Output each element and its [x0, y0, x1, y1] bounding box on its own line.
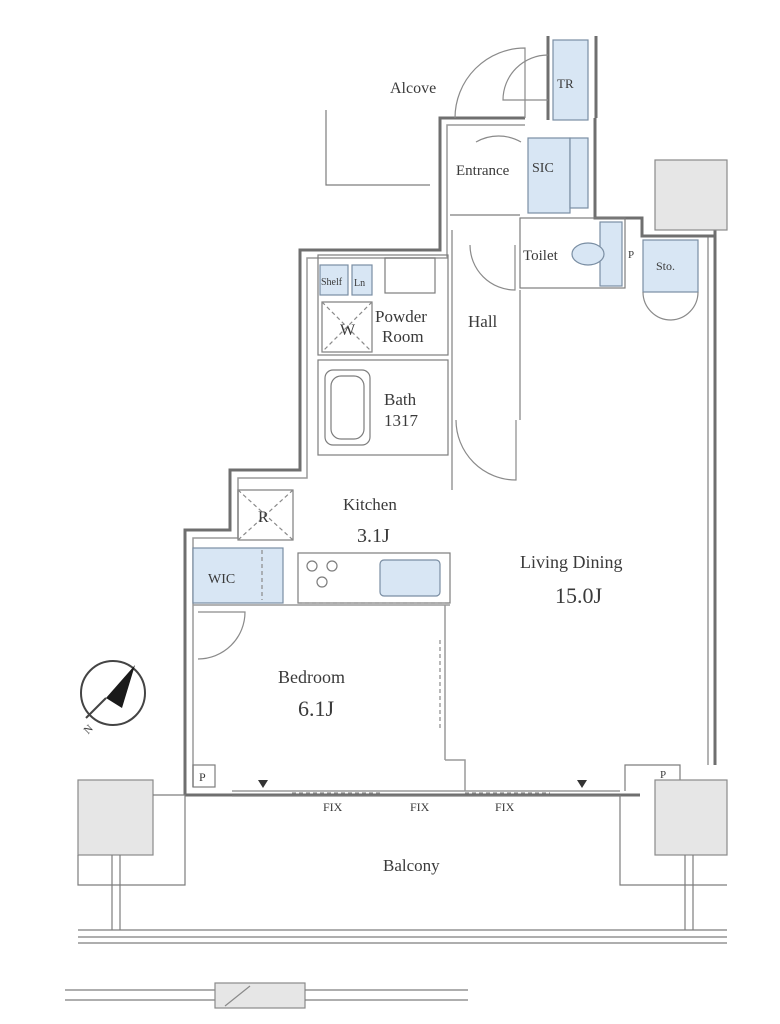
living-size: 15.0J	[555, 583, 603, 608]
washer-space	[321, 301, 373, 353]
pipe-space-right	[624, 764, 681, 791]
bathroom	[317, 359, 449, 456]
compass-n-label: N	[82, 723, 96, 737]
shelf-label: Shelf	[321, 277, 343, 288]
powder-label-1: Powder	[375, 307, 427, 326]
burner-3	[316, 576, 328, 588]
compass-tail	[85, 697, 107, 719]
kitchen-size: 3.1J	[357, 525, 390, 547]
toilet-door[interactable]	[469, 244, 516, 291]
fix-label-3: FIX	[495, 800, 515, 814]
kitchen-counter	[297, 552, 451, 604]
kitchen-label: Kitchen	[343, 495, 397, 514]
p-right-label: P	[660, 769, 666, 781]
hall-door[interactable]	[455, 419, 517, 481]
shelf	[319, 264, 349, 296]
compass-needle	[106, 665, 135, 708]
toilet-p-label: P	[628, 249, 634, 261]
tr-label: TR	[557, 76, 574, 91]
fridge-label: R	[258, 509, 269, 526]
bedroom-size: 6.1J	[298, 696, 335, 721]
bedroom-label: Bedroom	[278, 667, 345, 687]
fix-label-2: FIX	[410, 800, 430, 814]
balcony-outline	[77, 794, 727, 944]
trunk-room	[552, 39, 589, 121]
kitchen-sink	[379, 559, 441, 597]
bathtub-inner	[330, 375, 365, 440]
pillar-left	[77, 779, 154, 856]
p-left-label: P	[199, 770, 206, 784]
entry-marker-left	[258, 780, 268, 788]
fix-label-1: FIX	[323, 800, 343, 814]
washer-x2	[321, 301, 373, 353]
compass	[80, 660, 146, 726]
toilet-room	[519, 217, 626, 289]
bathtub	[324, 369, 371, 446]
pillar-top	[654, 159, 728, 231]
walk-in-closet	[192, 547, 284, 604]
burner-2	[326, 560, 338, 572]
pillar-right	[654, 779, 728, 856]
refrigerator-space	[237, 489, 294, 541]
wic-door[interactable]	[197, 611, 246, 660]
balcony-label: Balcony	[383, 856, 440, 875]
storage-doors[interactable]	[642, 291, 699, 321]
hall-label: Hall	[468, 312, 498, 331]
sic-label: SIC	[532, 161, 554, 176]
storage	[642, 239, 699, 293]
pipe-space-left	[192, 764, 216, 788]
compass-ring	[80, 660, 146, 726]
fridge-x2	[237, 489, 294, 541]
powder-room	[317, 254, 449, 356]
entrance-swing	[475, 135, 522, 143]
alcove-wall	[325, 110, 430, 186]
shoe-closet-side	[569, 137, 589, 209]
burner-1	[306, 560, 318, 572]
entry-marker-right	[577, 780, 587, 788]
sto-label: Sto.	[656, 259, 675, 273]
alcove-label: Alcove	[390, 80, 436, 97]
site-bar	[65, 982, 468, 1009]
ln-label: Ln	[354, 278, 365, 289]
powder-label-2: Room	[382, 327, 424, 346]
living-label: Living Dining	[520, 552, 623, 572]
vanity	[384, 257, 436, 294]
tr-door[interactable]	[502, 54, 549, 101]
bath-label-1: Bath	[384, 390, 417, 409]
wic-label: WIC	[208, 572, 235, 587]
exterior-walls	[183, 116, 717, 797]
entrance-label: Entrance	[456, 163, 510, 179]
toilet-bowl	[571, 242, 605, 266]
toilet-label: Toilet	[523, 248, 559, 264]
entrance-door[interactable]	[454, 47, 526, 119]
linen	[351, 264, 373, 296]
bath-label-2: 1317	[384, 411, 419, 430]
windows	[232, 792, 620, 797]
bedroom-corner	[445, 759, 466, 791]
washer-label: W	[340, 322, 356, 339]
